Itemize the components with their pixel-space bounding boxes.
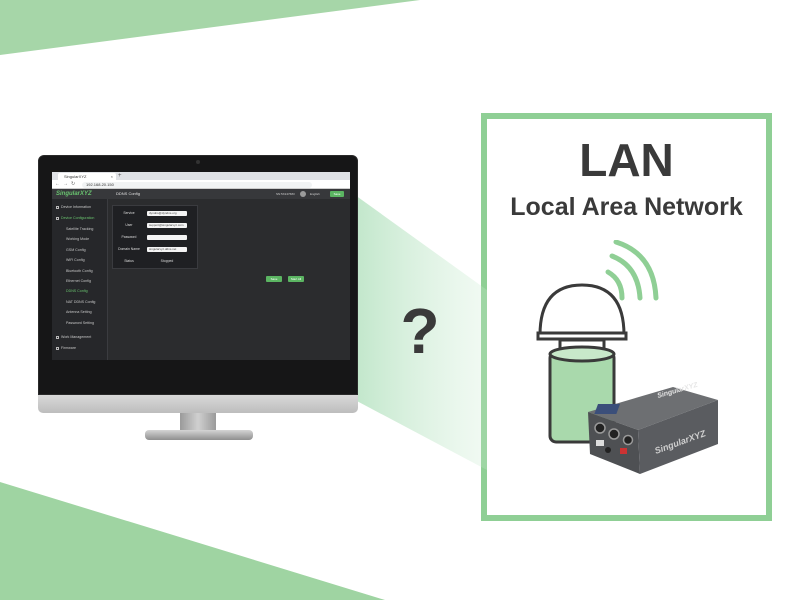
sidebar-item-label: Working Mode xyxy=(66,237,90,242)
sidebar-item-label: Bluetooth Config xyxy=(66,268,93,273)
form-label-status: Status xyxy=(124,259,134,263)
monitor-camera xyxy=(196,160,200,164)
form-label-domain-name: Domain Name xyxy=(118,247,140,251)
sidebar-item-label: Antenna Setting xyxy=(66,310,92,315)
new-tab-icon[interactable]: + xyxy=(118,173,122,179)
monitor-stand-base xyxy=(145,430,253,440)
lan-subtitle: Local Area Network xyxy=(510,193,743,221)
monitor-stand-neck xyxy=(180,413,216,435)
sidebar-item-wifi-config[interactable]: WiFi Config xyxy=(66,258,85,263)
sidebar-item-gsm-config[interactable]: GSM Config xyxy=(66,248,86,253)
sidebar-item-label: DDNS Config xyxy=(66,289,88,294)
sidebar-item-label: Firmware xyxy=(61,346,76,350)
monitor-chin xyxy=(38,395,358,413)
sidebar-item-label: Satellite Tracking xyxy=(66,227,94,231)
field-service[interactable]: dyndns@dyndns.org xyxy=(147,211,187,216)
browser-tab[interactable]: SingularXYZ × xyxy=(58,173,116,180)
sidebar-item-password-setting[interactable]: Password Setting xyxy=(66,321,94,326)
sidebar-item-ddns-config[interactable]: DDNS Config xyxy=(66,289,88,294)
menu-icon xyxy=(56,216,59,220)
sidebar-item-work-management[interactable]: Work Management xyxy=(56,335,91,340)
sidebar-item-firmware[interactable]: Firmware xyxy=(56,346,76,351)
language-select[interactable]: English xyxy=(310,192,320,196)
sidebar-item-working-mode[interactable]: Working Mode xyxy=(66,237,89,242)
sidebar-item-label: Work Management xyxy=(61,335,92,339)
sidebar-item-label: Device Configuration xyxy=(61,216,95,220)
sidebar-item-label: WiFi Config xyxy=(66,258,85,263)
sidebar-item-label: NAT DDNS Config xyxy=(66,299,96,304)
field-password[interactable] xyxy=(147,235,187,240)
app-logo: SingularXYZ xyxy=(56,191,92,197)
close-icon[interactable]: × xyxy=(110,174,113,179)
lan-title: LAN xyxy=(579,134,674,186)
reload-icon[interactable]: ↻ xyxy=(71,181,76,187)
start-all-button[interactable]: Start All xyxy=(288,276,304,282)
wifi-signal-icon xyxy=(605,240,659,301)
menu-icon xyxy=(56,346,59,350)
menu-icon xyxy=(56,335,59,339)
sidebar-item-antenna-setting[interactable]: Antenna Setting xyxy=(66,310,92,315)
sidebar-item-bluetooth-config[interactable]: Bluetooth Config xyxy=(66,269,93,274)
sidebar-item-label: Device Information xyxy=(61,205,91,209)
header-save-button[interactable]: Save xyxy=(330,191,344,197)
forward-icon[interactable]: → xyxy=(63,181,68,187)
field-user[interactable]: support@singularxyz.com xyxy=(147,223,187,228)
menu-icon xyxy=(56,205,59,209)
url-field[interactable]: 192.168.20.150 xyxy=(82,182,312,188)
sidebar-item-device-information[interactable]: Device Information xyxy=(56,205,91,210)
browser-tab-title: SingularXYZ xyxy=(64,174,87,179)
form-label-user: User xyxy=(125,223,133,227)
field-domain-name[interactable]: singularxyz.ddns.net xyxy=(147,247,187,252)
sidebar-item-label: GSM Config xyxy=(66,247,86,252)
form-label-password: Password xyxy=(121,235,137,239)
avatar[interactable] xyxy=(300,191,306,197)
browser-tab-bar: SingularXYZ × + xyxy=(52,172,350,180)
sidebar-item-ethernet-config[interactable]: Ethernet Config xyxy=(66,279,91,284)
receiver-device-icon: SingularXYZ SingularXYZ xyxy=(588,382,718,474)
monitor-screen: SingularXYZ × + ← → ↻ 192.168.20.150 Sin… xyxy=(52,172,350,360)
sidebar-item-label: Ethernet Config xyxy=(66,279,91,283)
form-label-service: Service xyxy=(123,211,135,215)
sidebar-item-satellite-tracking[interactable]: Satellite Tracking xyxy=(66,227,93,232)
page-title: DDNS Config xyxy=(116,191,141,196)
save-button[interactable]: Save xyxy=(266,276,282,282)
sidebar-item-device-configuration[interactable]: Device Configuration xyxy=(56,216,94,221)
status-status: Stopped xyxy=(160,259,174,263)
sidebar-item-label: Password Setting xyxy=(66,320,94,325)
browser-address-bar: ← → ↻ 192.168.20.150 xyxy=(52,180,350,189)
serial-number-label: SN:5X247683 xyxy=(276,192,295,196)
question-mark: ? xyxy=(400,295,440,367)
back-icon[interactable]: ← xyxy=(55,181,60,187)
app-header: SingularXYZ DDNS Config SN:5X247683 Engl… xyxy=(52,189,350,199)
sidebar-item-nat-ddns-config[interactable]: NAT DDNS Config xyxy=(66,300,95,305)
